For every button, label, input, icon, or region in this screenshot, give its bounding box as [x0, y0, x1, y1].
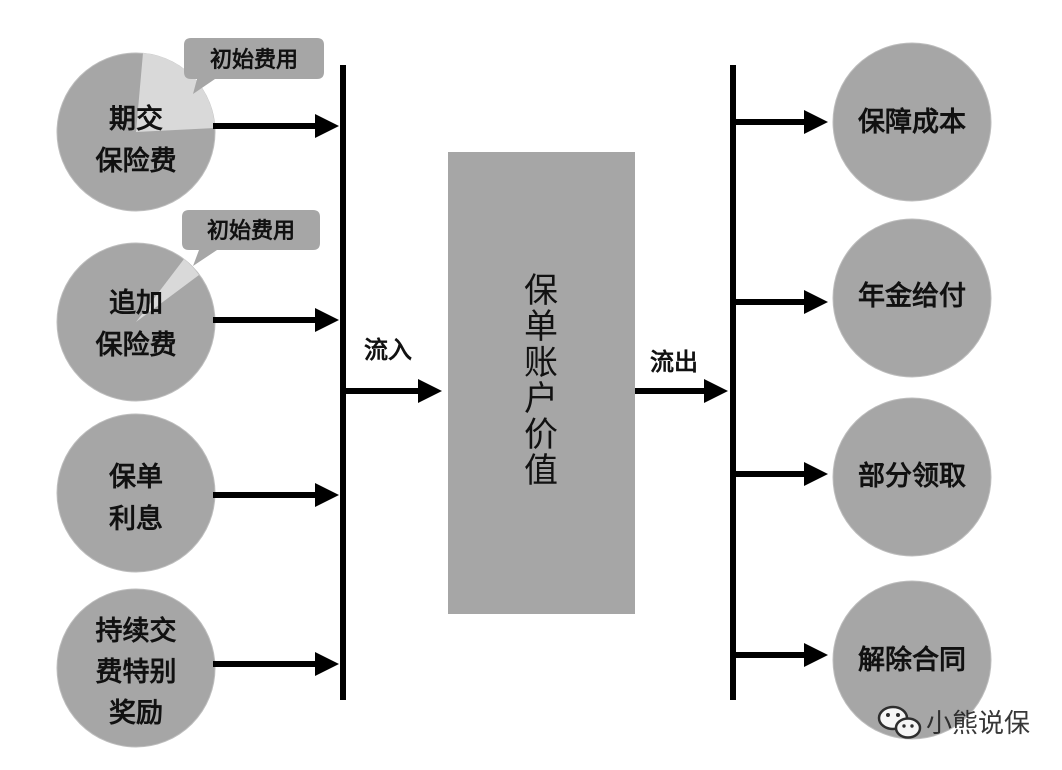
center-char-1: 保 [524, 271, 558, 311]
inflow-label-line-1: 保单 [108, 462, 163, 493]
callout-label: 初始费用 [207, 218, 295, 244]
watermark: 小熊说保 [877, 705, 1030, 739]
center-box [448, 152, 635, 614]
inflow-label: 流入 [364, 336, 412, 364]
outflow-label: 流出 [650, 348, 698, 376]
inflow-label-line-1: 持续交 [96, 615, 177, 647]
inflow-circle [56, 413, 216, 573]
center-char-3: 账 [524, 343, 558, 383]
policy-account-value-box: 保 单 账 户 价 值 [448, 152, 635, 614]
center-char-4: 户 [524, 379, 558, 419]
callout-label: 初始费用 [210, 47, 298, 73]
callout-bubble [184, 38, 324, 94]
callout-bubble [182, 210, 320, 266]
outflow-node-partial-withdrawal: 部分领取 [736, 397, 992, 557]
outflow-circle [832, 397, 992, 557]
center-char-6: 值 [524, 451, 558, 491]
outflow-label-text: 部分领取 [858, 460, 966, 492]
inflow-label-line-2: 保险费 [95, 329, 177, 361]
watermark-text: 小熊说保 [926, 709, 1030, 739]
initial-fee-slice [136, 53, 215, 132]
outflow-node-contract-termination: 解除合同 [736, 580, 992, 740]
inflow-label-line-2: 利息 [109, 503, 163, 535]
inflow-label-line-2: 保险费 [95, 145, 177, 177]
inflow-circle [56, 588, 216, 748]
inflow-label-line-2: 费特别 [96, 657, 177, 688]
inflow-node-regular-premium: 期交 保险费 初始费用 [56, 38, 339, 212]
center-char-2: 单 [524, 307, 558, 347]
outflow-label-text: 年金给付 [858, 280, 966, 312]
inflow-node-policy-interest: 保单 利息 [56, 413, 339, 573]
initial-fee-slice [136, 259, 199, 322]
outflow-node-annuity-payment: 年金给付 [736, 218, 992, 378]
inflow-label-line-3: 奖励 [109, 697, 163, 729]
outflow-node-protection-cost: 保障成本 [736, 42, 992, 202]
inflow-label-line-1: 期交 [109, 103, 163, 135]
outflow-circle [832, 580, 992, 740]
wechat-icon [877, 705, 922, 739]
outflow-circle [832, 42, 992, 202]
center-char-5: 价 [524, 415, 558, 455]
inflow-node-additional-premium: 追加 保险费 初始费用 [56, 210, 339, 402]
outflow-label-text: 保障成本 [857, 106, 966, 138]
inflow-label-line-1: 追加 [109, 287, 163, 319]
inflow-node-loyalty-bonus: 持续交 费特别 奖励 [56, 588, 339, 748]
outflow-label-text: 解除合同 [858, 644, 966, 676]
outflow-circle [832, 218, 992, 378]
